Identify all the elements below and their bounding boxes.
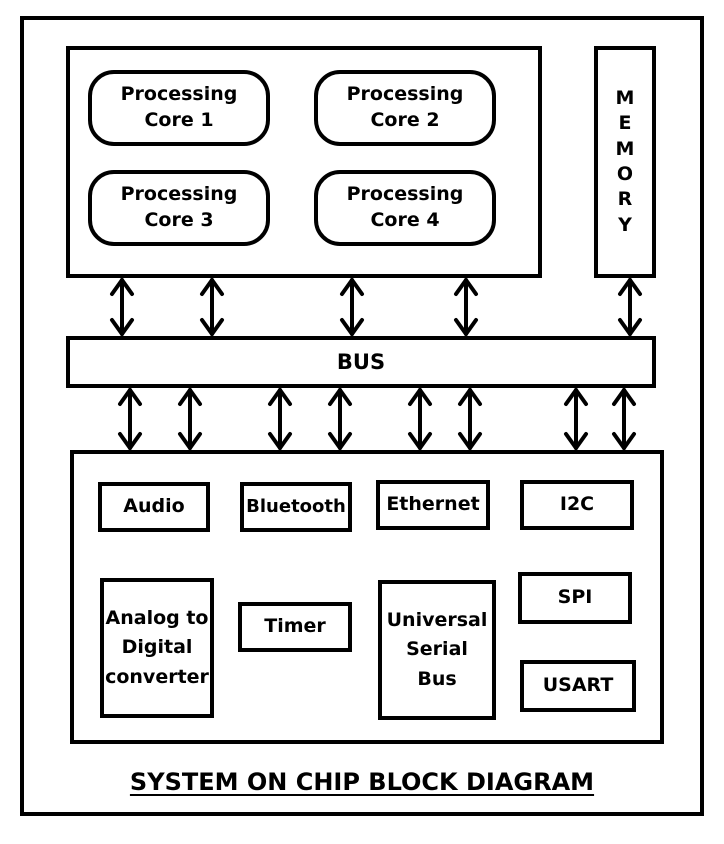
lower-bidirectional-arrow-4 <box>328 388 352 450</box>
spi-block: SPI <box>518 572 632 624</box>
adc-block: Analog to Digital converter <box>100 578 214 718</box>
lower-bidirectional-arrow-1 <box>118 388 142 450</box>
memory-box: M E M O R Y <box>594 46 656 278</box>
lower-bidirectional-arrow-2 <box>178 388 202 450</box>
upper-bidirectional-arrow-3 <box>340 278 364 336</box>
memory-label: M E M O R Y <box>598 50 652 274</box>
usart-block: USART <box>520 660 636 712</box>
processing-core-4: Processing Core 4 <box>314 170 496 246</box>
lower-bidirectional-arrow-8 <box>612 388 636 450</box>
upper-bidirectional-arrow-1 <box>110 278 134 336</box>
diagram-title: SYSTEM ON CHIP BLOCK DIAGRAM <box>129 768 595 796</box>
lower-bidirectional-arrow-3 <box>268 388 292 450</box>
lower-bidirectional-arrow-6 <box>458 388 482 450</box>
memory-letter-2: E <box>618 112 632 135</box>
timer-block: Timer <box>238 602 352 652</box>
memory-letter-3: M <box>615 137 635 160</box>
upper-bidirectional-arrow-5 <box>618 278 642 336</box>
processing-core-1: Processing Core 1 <box>88 70 270 146</box>
bus-bar: BUS <box>66 336 656 388</box>
usb-block: Universal Serial Bus <box>378 580 496 720</box>
processing-core-2: Processing Core 2 <box>314 70 496 146</box>
i2c-block: I2C <box>520 480 634 530</box>
lower-bidirectional-arrow-7 <box>564 388 588 450</box>
memory-letter-1: M <box>615 87 635 110</box>
ethernet-block: Ethernet <box>376 480 490 530</box>
memory-letter-6: Y <box>618 213 632 236</box>
processing-core-3: Processing Core 3 <box>88 170 270 246</box>
memory-letter-5: R <box>617 188 633 211</box>
audio-block: Audio <box>98 482 210 532</box>
lower-bidirectional-arrow-5 <box>408 388 432 450</box>
upper-bidirectional-arrow-2 <box>200 278 224 336</box>
upper-bidirectional-arrow-4 <box>454 278 478 336</box>
bluetooth-block: Bluetooth <box>240 482 352 532</box>
memory-letter-4: O <box>616 163 634 185</box>
